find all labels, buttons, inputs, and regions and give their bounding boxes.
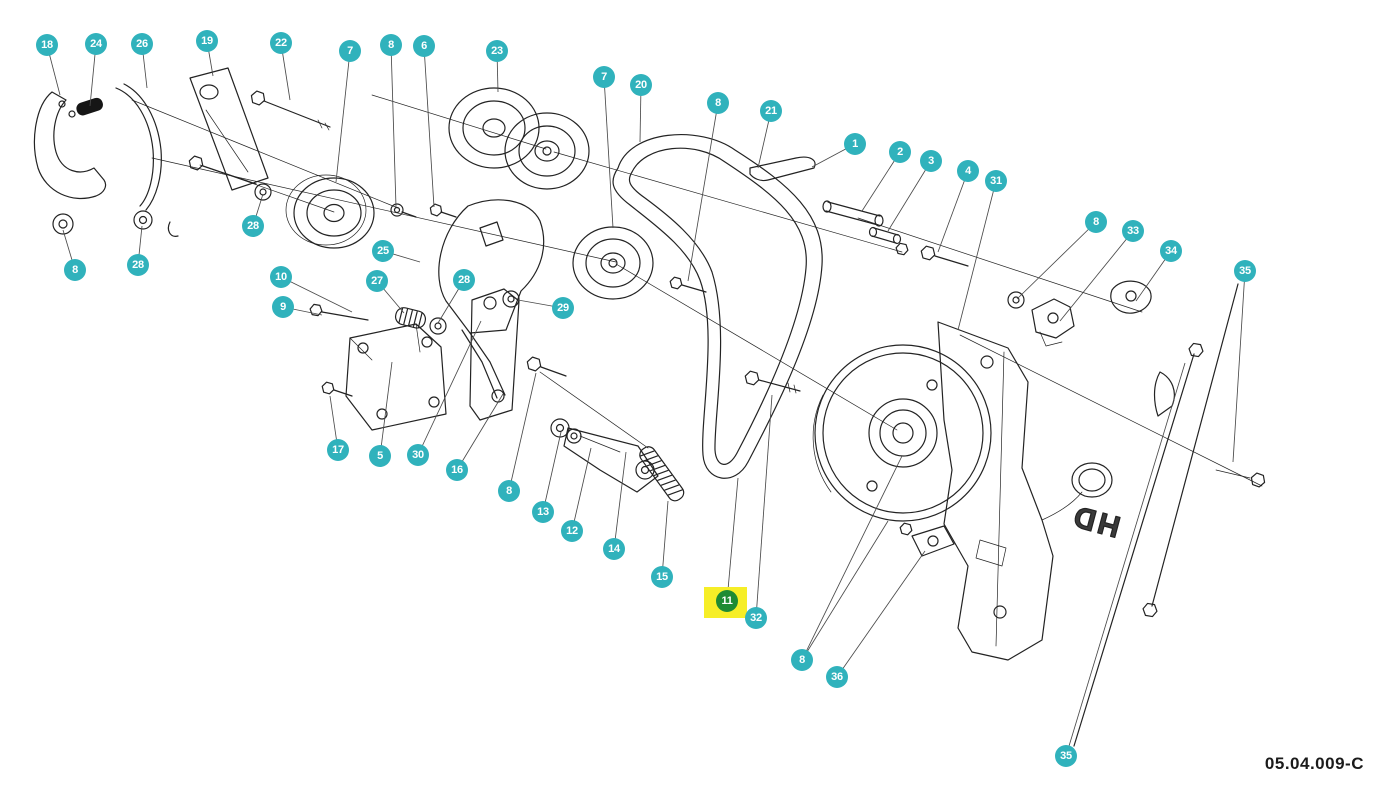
callout-23[interactable]: 23 [486, 40, 508, 62]
callout-8[interactable]: 8 [64, 259, 86, 281]
callout-8[interactable]: 8 [707, 92, 729, 114]
callout-9[interactable]: 9 [272, 296, 294, 318]
callout-1[interactable]: 1 [844, 133, 866, 155]
tensioner-bracket-25 [438, 199, 545, 399]
pulley-pair-23 [448, 87, 590, 190]
callout-19[interactable]: 19 [196, 30, 218, 52]
callout-3[interactable]: 3 [920, 150, 942, 172]
callout-24[interactable]: 24 [85, 33, 107, 55]
bolt-6 [429, 203, 457, 218]
spacer-3 [868, 226, 909, 256]
support-bracket-19 [188, 67, 331, 201]
callout-27[interactable]: 27 [366, 270, 388, 292]
callout-16[interactable]: 16 [446, 459, 468, 481]
callout-8[interactable]: 8 [791, 649, 813, 671]
callout-10[interactable]: 10 [270, 266, 292, 288]
bracket-34 [1110, 280, 1175, 417]
screw-8-small [390, 203, 417, 218]
callout-26[interactable]: 26 [131, 33, 153, 55]
hanger-bracket-18 [33, 83, 179, 237]
callout-15[interactable]: 15 [651, 566, 673, 588]
callout-28[interactable]: 28 [453, 269, 475, 291]
callout-12[interactable]: 12 [561, 520, 583, 542]
mount-bracket-5 [321, 323, 447, 431]
callout-22[interactable]: 22 [270, 32, 292, 54]
callout-13[interactable]: 13 [532, 501, 554, 523]
callout-14[interactable]: 14 [603, 538, 625, 560]
callout-35[interactable]: 35 [1234, 260, 1256, 282]
diagram-code: 05.04.009-C [1264, 754, 1364, 773]
belt-guide-36 [899, 522, 955, 557]
idler-pulley-7 [285, 174, 375, 249]
washer-8 [1007, 291, 1025, 309]
callout-31[interactable]: 31 [985, 170, 1007, 192]
bolt-4 [920, 245, 969, 267]
callout-6[interactable]: 6 [413, 35, 435, 57]
tie-rod-35 [1073, 283, 1266, 747]
callout-33[interactable]: 33 [1122, 220, 1144, 242]
callout-4[interactable]: 4 [957, 160, 979, 182]
bracket-33 [1031, 298, 1075, 347]
callout-7[interactable]: 7 [593, 66, 615, 88]
callout-2[interactable]: 2 [889, 141, 911, 163]
callout-28[interactable]: 28 [127, 254, 149, 276]
callout-7[interactable]: 7 [339, 40, 361, 62]
callout-29[interactable]: 29 [552, 297, 574, 319]
pulley-20 [572, 226, 707, 300]
callout-36[interactable]: 36 [826, 666, 848, 688]
callout-21[interactable]: 21 [760, 100, 782, 122]
callout-28[interactable]: 28 [242, 215, 264, 237]
drive-belt-21 [612, 134, 823, 479]
callout-8[interactable]: 8 [380, 34, 402, 56]
spacer-2 [822, 200, 884, 227]
callout-5[interactable]: 5 [369, 445, 391, 467]
main-pulley-31 [812, 344, 992, 522]
callout-8[interactable]: 8 [498, 480, 520, 502]
callout-20[interactable]: 20 [630, 74, 652, 96]
callout-17[interactable]: 17 [327, 439, 349, 461]
grip-pad-24 [76, 97, 103, 116]
callout-18[interactable]: 18 [36, 34, 58, 56]
callout-32[interactable]: 32 [745, 607, 767, 629]
leader-lines [46, 40, 1246, 757]
callout-25[interactable]: 25 [372, 240, 394, 262]
shoulder-bolt-32 [744, 370, 801, 394]
callout-34[interactable]: 34 [1160, 240, 1182, 262]
callout-35[interactable]: 35 [1055, 745, 1077, 767]
spring-27 [309, 303, 447, 335]
extension-spring-15 [639, 446, 685, 502]
linkage-rod-1 [749, 156, 816, 182]
callout-11[interactable]: 11 [716, 590, 738, 612]
callout-30[interactable]: 30 [407, 444, 429, 466]
callout-8[interactable]: 8 [1085, 211, 1107, 233]
